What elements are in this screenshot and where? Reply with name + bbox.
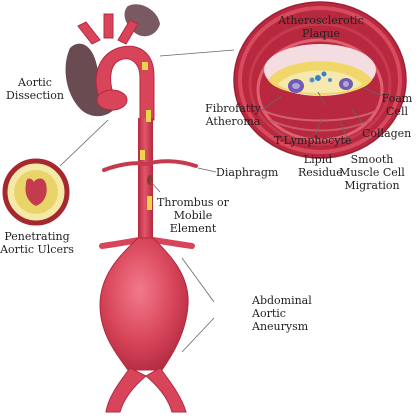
label-thrombus-mobile-element: Thrombus or Mobile Element [157, 196, 229, 235]
iliac-arteries [105, 367, 187, 413]
ulcer-inset [2, 158, 70, 226]
aneurysm-bulge [99, 237, 189, 371]
arch-branch-vessels [77, 13, 139, 45]
diaphragm [102, 159, 198, 172]
leader-lines [59, 49, 383, 353]
label-atherosclerotic-plaque: Atherosclerotic Plaque [278, 14, 364, 40]
label-smooth-muscle-cell-migration: Smooth Muscle Cell Migration [339, 153, 405, 192]
label-foam-cell: Foam Cell [381, 92, 413, 118]
label-penetrating-aortic-ulcers: Penetrating Aortic Ulcers [0, 230, 74, 256]
label-lipid-residue: Lipid Residue [298, 153, 343, 179]
label-t-lymphocyte: T-Lymphocyte [274, 134, 352, 147]
plaque-cross-section [233, 1, 407, 159]
thoracic-aorta [95, 45, 155, 240]
label-collagen: Collagen [362, 127, 412, 140]
label-abdominal-aortic-aneurysm: Abdominal Aortic Aneurysm [252, 294, 312, 333]
label-diaphragm: Diaphragm [216, 166, 279, 179]
label-fibrofatty-atheroma: Fibrofatty Atheroma [205, 102, 261, 128]
label-aortic-dissection: Aortic Dissection [6, 76, 64, 102]
